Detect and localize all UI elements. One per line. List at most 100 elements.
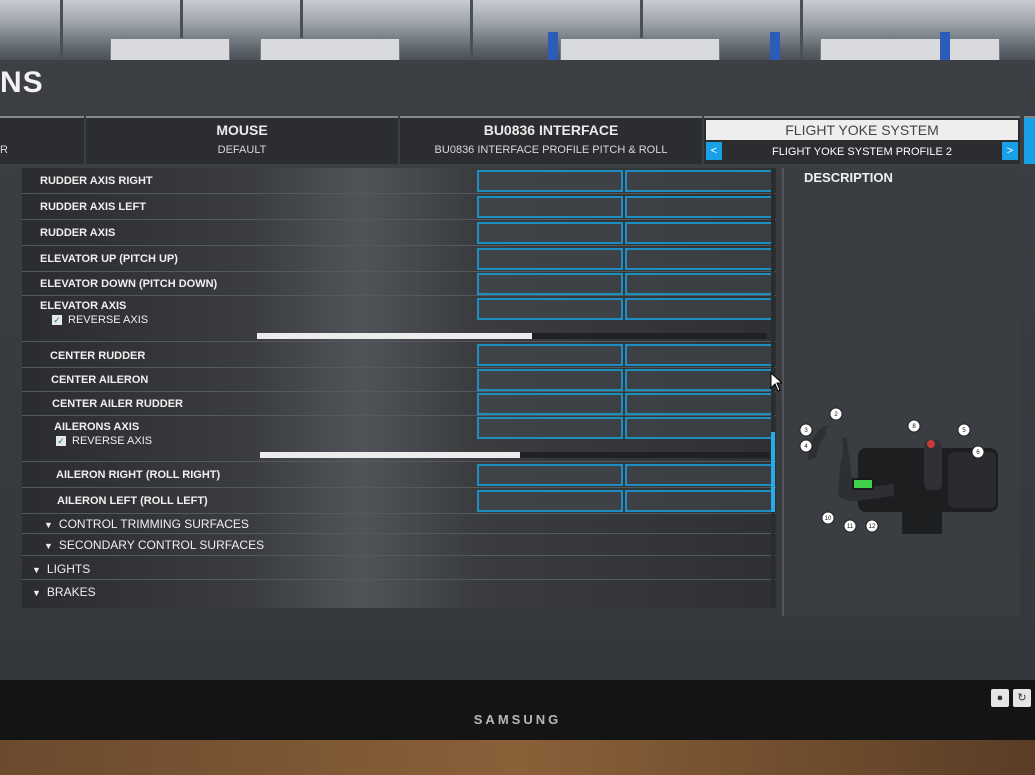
binding-row[interactable]: AILERON RIGHT (ROLL RIGHT): [22, 462, 776, 488]
section-header: ▼CONTROL TRIMMING SURFACES: [44, 517, 249, 531]
binding-slot-primary[interactable]: [477, 196, 623, 218]
binding-row[interactable]: AILERON LEFT (ROLL LEFT): [22, 488, 776, 514]
sensitivity-slider[interactable]: [260, 452, 770, 458]
column-header-bu0836[interactable]: BU0836 INTERFACE BU0836 INTERFACE PROFIL…: [400, 116, 702, 164]
reverse-axis-label: REVERSE AXIS: [68, 314, 149, 326]
section-header: ▼ SECONDARY CONTROL SURFACES: [44, 538, 264, 552]
binding-slot-primary[interactable]: [477, 344, 623, 366]
binding-slot-secondary[interactable]: [625, 369, 773, 391]
binding-slot-secondary[interactable]: [625, 170, 773, 192]
binding-slot-primary[interactable]: [477, 417, 623, 439]
binding-row[interactable]: RUDDER AXIS LEFT: [22, 194, 776, 220]
column-header-yoke[interactable]: FLIGHT YOKE SYSTEM < FLIGHT YOKE SYSTEM …: [704, 116, 1020, 164]
bu0836-profile-name: BU0836 INTERFACE PROFILE PITCH & ROLL: [434, 144, 668, 156]
callout-label: 3: [804, 428, 808, 434]
section-label: SECONDARY CONTROL SURFACES: [58, 538, 265, 552]
binding-row[interactable]: ELEVATOR UP (PITCH UP): [22, 246, 776, 272]
description-title: DESCRIPTION: [804, 170, 893, 185]
chevron-down-icon: ▼: [32, 588, 41, 598]
callout-label: 12: [869, 524, 876, 530]
binding-slot-secondary[interactable]: [625, 248, 773, 270]
microphone-icon[interactable]: ●: [991, 689, 1009, 707]
scrollbar-track[interactable]: [771, 168, 775, 608]
binding-row-ailerons-axis[interactable]: AILERONS AXIS ✓ REVERSE AXIS: [22, 416, 776, 462]
binding-row[interactable]: RUDDER AXIS RIGHT: [22, 168, 776, 194]
section-secondary-control[interactable]: ▼ SECONDARY CONTROL SURFACES: [22, 534, 776, 556]
binding-row[interactable]: CENTER AILERON: [22, 368, 776, 392]
previous-profile-arrow-icon[interactable]: <: [706, 142, 722, 160]
binding-label: CENTER AILER RUDDER: [52, 398, 183, 410]
binding-slot-secondary[interactable]: [625, 298, 773, 320]
section-control-trimming[interactable]: ▼CONTROL TRIMMING SURFACES: [22, 514, 776, 534]
bu0836-device-name: BU0836 INTERFACE: [483, 122, 619, 138]
binding-slot-primary[interactable]: [477, 273, 623, 295]
binding-label: RUDDER AXIS: [40, 227, 116, 239]
yoke-device-name: FLIGHT YOKE SYSTEM: [706, 120, 1018, 140]
binding-row[interactable]: ELEVATOR DOWN (PITCH DOWN): [22, 272, 776, 296]
binding-slot-secondary[interactable]: [625, 393, 773, 415]
column-header-mouse[interactable]: MOUSE DEFAULT: [86, 116, 398, 164]
sensitivity-slider[interactable]: [257, 333, 767, 339]
desk-surface: [0, 740, 1035, 775]
callout-label: 5: [962, 428, 966, 434]
binding-slot-primary[interactable]: [477, 490, 623, 512]
checkmark-icon: ✓: [52, 315, 62, 326]
binding-slot-primary[interactable]: [477, 369, 623, 391]
binding-slot-primary[interactable]: [477, 464, 623, 486]
column-header-edge[interactable]: [1024, 116, 1035, 164]
page-title: NS: [0, 66, 44, 99]
binding-slot-primary[interactable]: [477, 298, 623, 320]
binding-slot-secondary[interactable]: [625, 222, 773, 244]
binding-label: ELEVATOR UP (PITCH UP): [40, 253, 178, 265]
binding-label: ELEVATOR DOWN (PITCH DOWN): [40, 278, 218, 290]
column-left-sub: R: [0, 144, 8, 156]
binding-slot-secondary[interactable]: [625, 196, 773, 218]
reverse-axis-label: REVERSE AXIS: [72, 435, 153, 447]
scrollbar-thumb[interactable]: [771, 432, 775, 512]
callout-label: 8: [912, 424, 916, 430]
binding-label: AILERONS AXIS: [54, 421, 140, 433]
binding-slot-secondary[interactable]: [625, 417, 773, 439]
binding-row-elevator-axis[interactable]: ELEVATOR AXIS ✓ REVERSE AXIS: [22, 296, 776, 342]
binding-label: CENTER RUDDER: [50, 350, 146, 362]
mouse-cursor-icon: [770, 372, 784, 392]
refresh-icon[interactable]: ↻: [1013, 689, 1031, 707]
controls-screen: NS R MOUSE DEFAULT BU0836 INTERFACE BU08…: [0, 60, 1035, 680]
callout-label: 11: [847, 524, 854, 530]
section-label: BRAKES: [46, 585, 96, 599]
section-label: LIGHTS: [46, 562, 91, 576]
binding-slot-secondary[interactable]: [625, 273, 773, 295]
callout-label: 2: [834, 412, 838, 418]
next-profile-arrow-icon[interactable]: >: [1002, 142, 1018, 160]
binding-label: RUDDER AXIS LEFT: [40, 201, 146, 213]
chevron-down-icon: ▼: [44, 541, 53, 551]
binding-slot-primary[interactable]: [477, 248, 623, 270]
chevron-down-icon: ▼: [32, 565, 41, 575]
system-tray: ●↻: [987, 688, 1031, 707]
binding-slot-secondary[interactable]: [625, 344, 773, 366]
section-header: ▼ BRAKES: [32, 585, 96, 599]
binding-slot-secondary[interactable]: [625, 464, 773, 486]
binding-row[interactable]: RUDDER AXIS: [22, 220, 776, 246]
section-lights[interactable]: ▼ LIGHTS: [22, 556, 776, 580]
binding-row[interactable]: CENTER RUDDER: [22, 342, 776, 368]
reverse-axis-checkbox[interactable]: ✓ REVERSE AXIS: [56, 435, 152, 447]
chevron-down-icon: ▼: [44, 520, 53, 530]
reverse-axis-checkbox[interactable]: ✓ REVERSE AXIS: [52, 314, 148, 326]
binding-slot-primary[interactable]: [477, 170, 623, 192]
binding-slot-secondary[interactable]: [625, 490, 773, 512]
bindings-list: RUDDER AXIS RIGHT RUDDER AXIS LEFT RUDDE…: [22, 168, 776, 608]
column-header-left[interactable]: R: [0, 116, 84, 164]
callout-label: 4: [804, 444, 808, 450]
checkmark-icon: ✓: [56, 436, 66, 447]
binding-slot-primary[interactable]: [477, 393, 623, 415]
monitor-brand: SAMSUNG: [473, 712, 562, 727]
binding-label: AILERON LEFT (ROLL LEFT): [57, 495, 208, 507]
slider-fill: [260, 452, 521, 458]
monitor-bezel: [0, 680, 1035, 740]
binding-row[interactable]: CENTER AILER RUDDER: [22, 392, 776, 416]
section-header: ▼ LIGHTS: [32, 562, 90, 576]
binding-slot-primary[interactable]: [477, 222, 623, 244]
section-brakes[interactable]: ▼ BRAKES: [22, 580, 776, 604]
binding-label: ELEVATOR AXIS: [40, 300, 127, 312]
